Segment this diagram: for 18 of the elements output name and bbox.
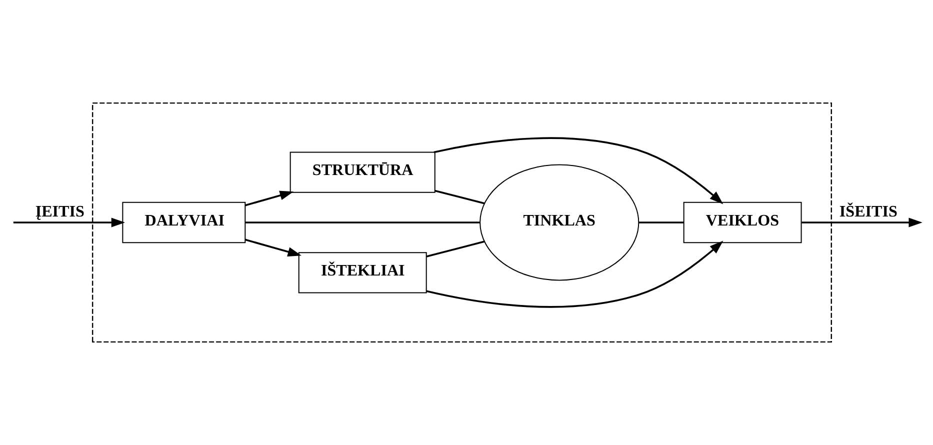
arrow (245, 238, 302, 256)
node-ellipse: TINKLAS (480, 164, 640, 281)
connector (245, 222, 480, 224)
edge-label: IŠEITIS (839, 203, 898, 220)
arrow (434, 137, 724, 204)
arrow (13, 218, 126, 228)
node-box: IŠTEKLIAI (298, 252, 427, 294)
cluster (92, 102, 832, 343)
connector (638, 222, 684, 224)
connector (426, 240, 485, 258)
node-box: STRUKTŪRA (290, 152, 436, 193)
connector (434, 190, 485, 204)
arrow (245, 190, 294, 206)
node-box: DALYVIAI (122, 202, 246, 244)
node-box: VEIKLOS (683, 202, 802, 244)
edge-label: ĮEITIS (35, 203, 84, 220)
arrow (802, 218, 922, 228)
arrow (426, 240, 724, 308)
